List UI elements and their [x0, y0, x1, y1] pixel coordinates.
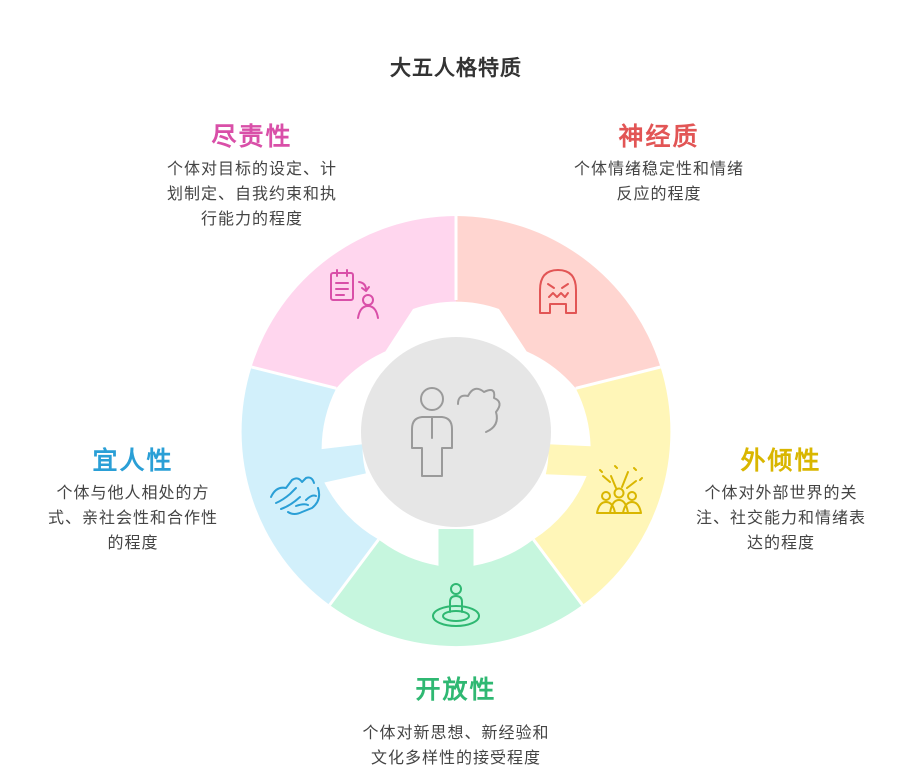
heading-extraversion: 外倾性 — [740, 446, 822, 475]
desc-line: 个体对目标的设定、计 — [166, 159, 337, 178]
heading-neuroticism: 神经质 — [618, 122, 700, 151]
person-thinking-icon — [411, 387, 501, 477]
heading-agreeableness: 宜人性 — [92, 446, 174, 475]
celebrating-group-icon — [596, 465, 643, 514]
desc-line: 个体与他人相处的方 — [56, 483, 210, 502]
desc-line: 的程度 — [107, 533, 159, 552]
center-circle — [361, 337, 551, 527]
desc-line: 个体对新思想、新经验和 — [362, 723, 550, 742]
segment-extraversion[interactable] — [533, 367, 671, 605]
checklist-person-icon — [330, 269, 379, 319]
desc-neuroticism: 个体情绪稳定性和情绪 反应的程度 — [537, 156, 781, 206]
handshake-icon — [270, 476, 321, 515]
segment-conscientiousness[interactable] — [251, 216, 457, 389]
segment-neuroticism[interactable] — [456, 216, 661, 389]
desc-line: 划制定、自我约束和执 — [166, 184, 337, 203]
desc-line: 个体对外部世界的关 — [704, 483, 858, 502]
desc-line: 反应的程度 — [616, 184, 702, 203]
desc-line: 行能力的程度 — [200, 209, 303, 228]
desc-line: 个体情绪稳定性和情绪 — [573, 159, 744, 178]
desc-conscientiousness: 个体对目标的设定、计 划制定、自我约束和执 行能力的程度 — [130, 156, 374, 231]
desc-agreeableness: 个体与他人相处的方 式、亲社会性和合作性 的程度 — [11, 480, 255, 555]
desc-openness: 个体对新思想、新经验和 文化多样性的接受程度 — [316, 720, 596, 770]
desc-line: 注、社交能力和情绪表 — [695, 508, 866, 527]
desc-line: 式、亲社会性和合作性 — [47, 508, 218, 527]
person-on-target-icon — [432, 583, 480, 627]
heading-openness: 开放性 — [415, 675, 497, 704]
desc-extraversion: 个体对外部世界的关 注、社交能力和情绪表 达的程度 — [659, 480, 900, 555]
segment-agreeableness[interactable] — [241, 367, 379, 605]
diagram-title: 大五人格特质 — [390, 56, 522, 80]
desc-line: 达的程度 — [746, 533, 815, 552]
stressed-face-icon — [539, 269, 577, 314]
heading-conscientiousness: 尽责性 — [211, 122, 293, 151]
segment-openness[interactable] — [329, 529, 583, 647]
desc-line: 文化多样性的接受程度 — [370, 748, 541, 767]
